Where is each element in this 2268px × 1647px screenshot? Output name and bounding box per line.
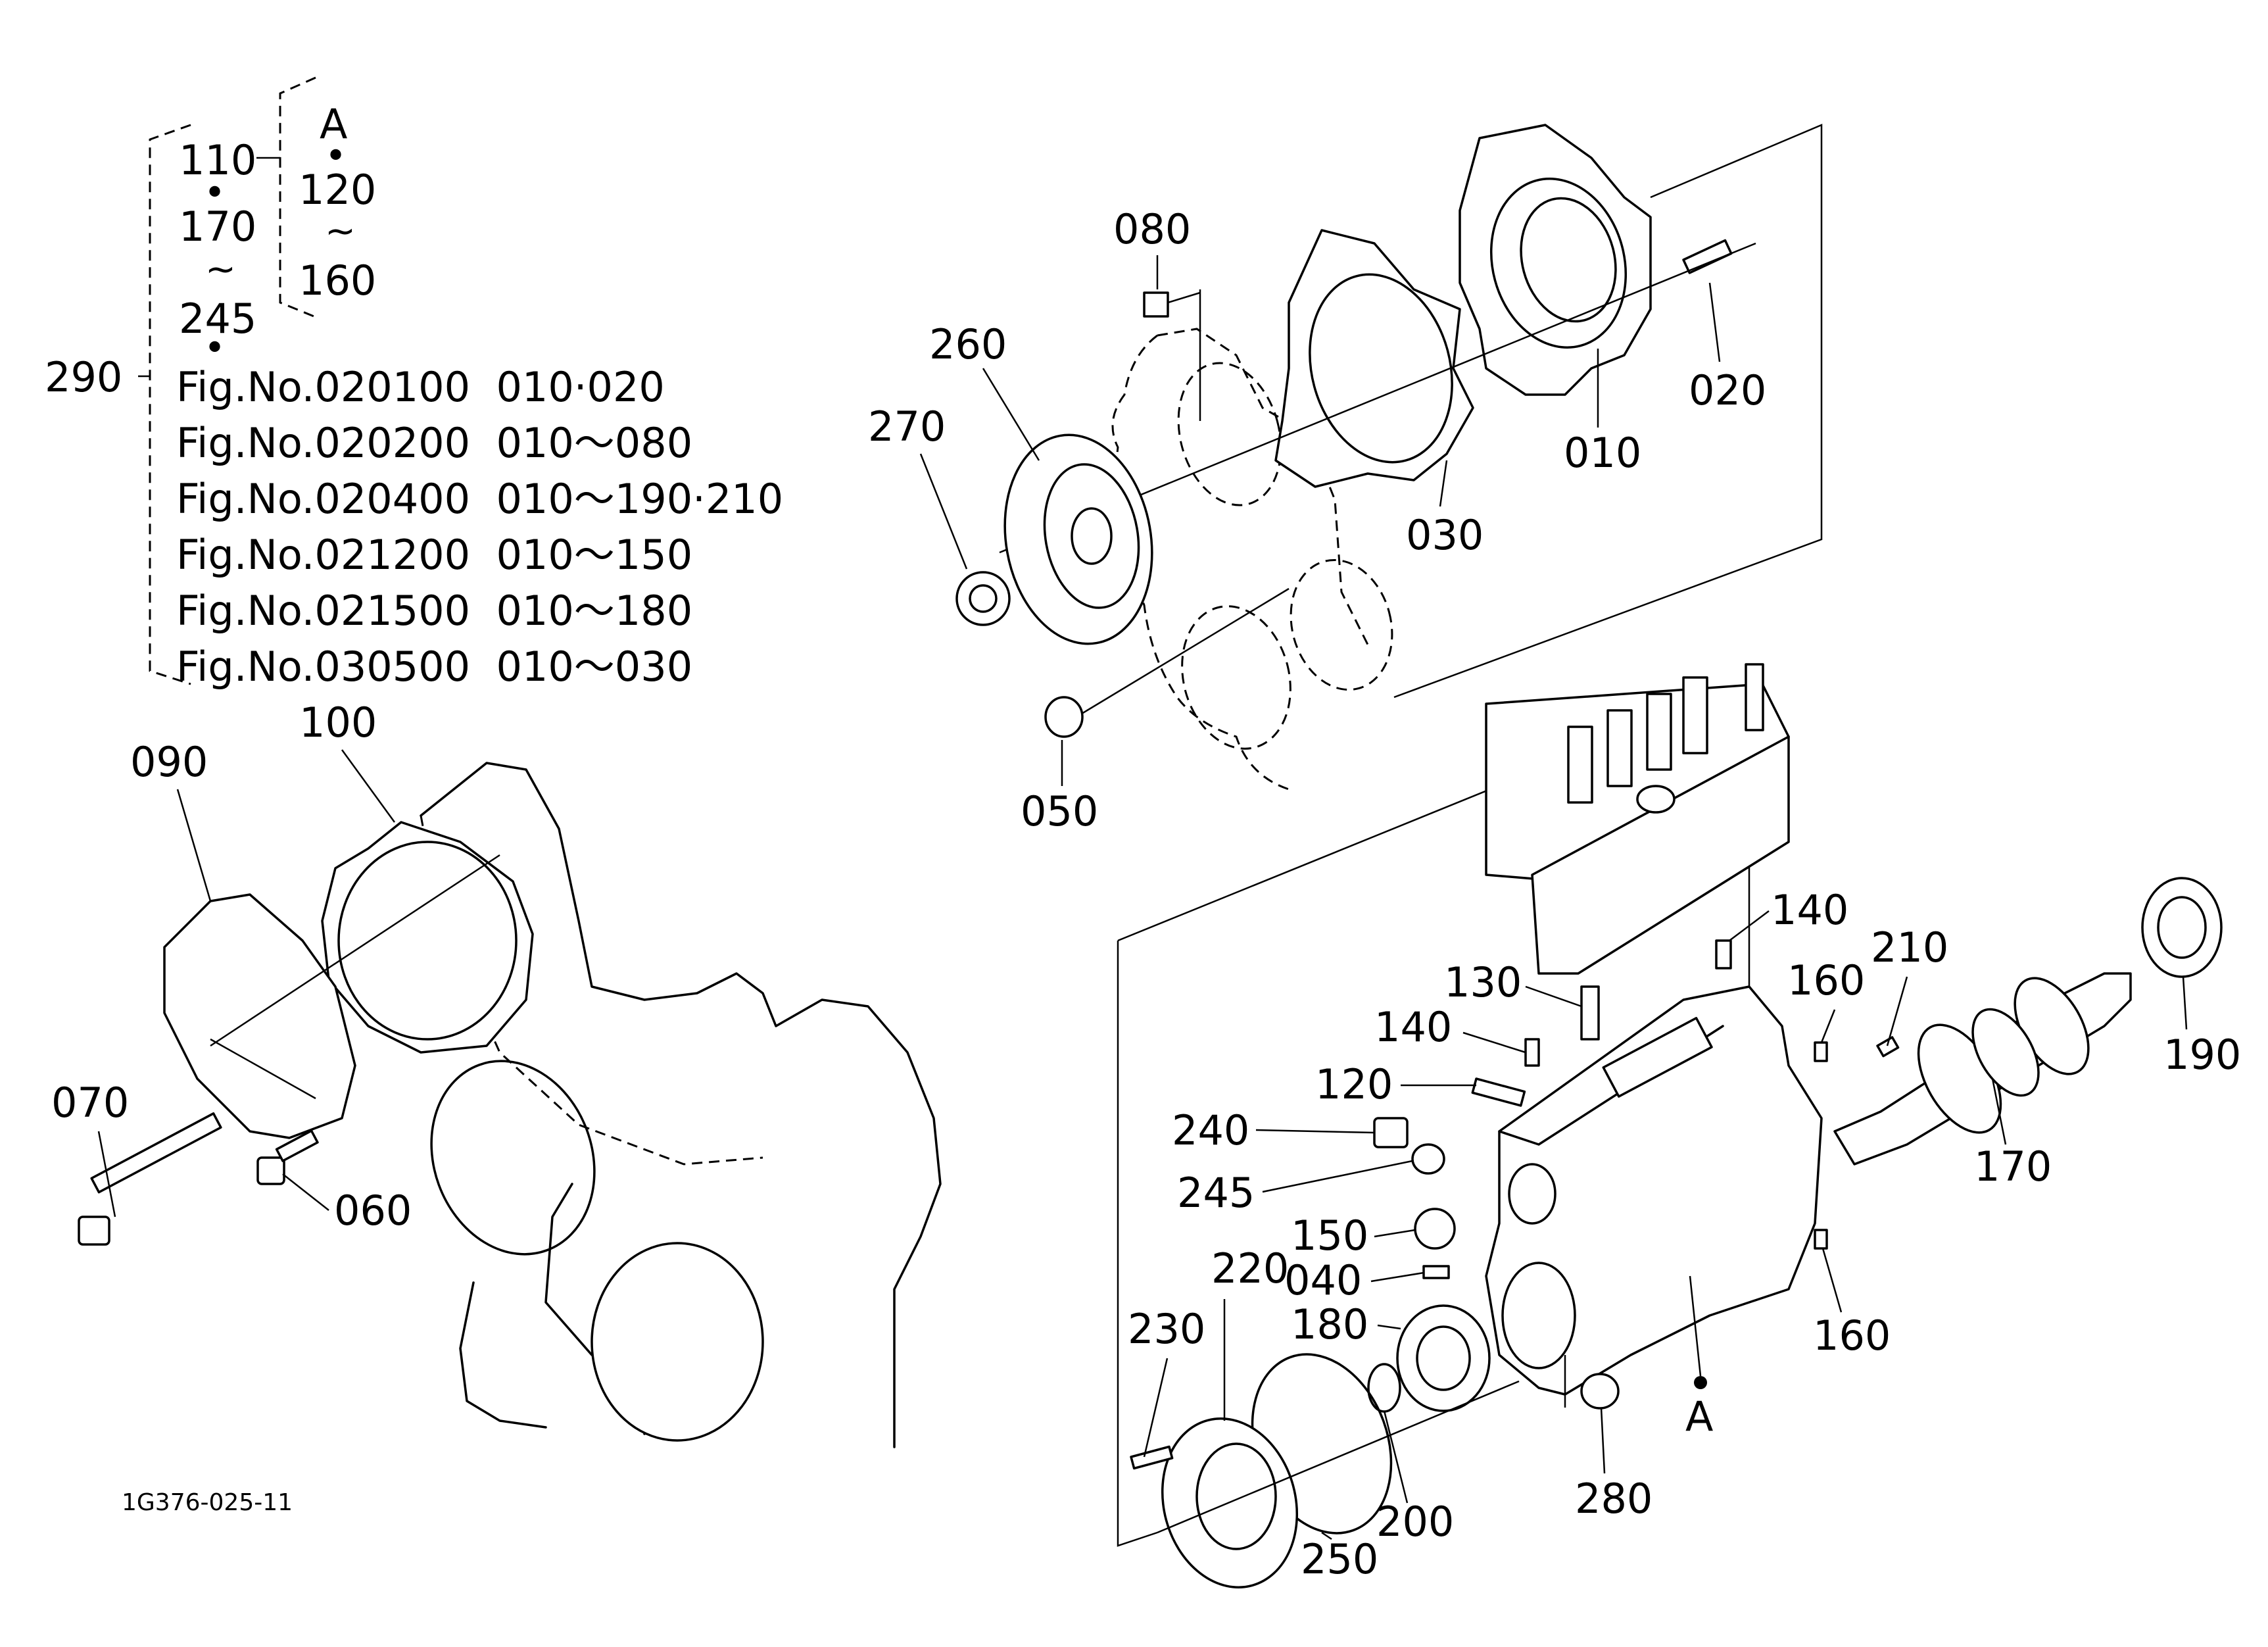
legend-ref-3: Fig.No.020400 010～190·210 <box>176 475 783 523</box>
bearing-180 <box>1396 1304 1491 1412</box>
plug-150 <box>1414 1208 1456 1250</box>
callout-230: 230 <box>1128 1305 1205 1353</box>
pin-130 <box>1580 985 1600 1041</box>
engine-block-outline <box>420 762 942 1448</box>
injection-pump <box>1485 663 1790 975</box>
legend-member-1: 110 <box>179 136 256 184</box>
stud-020 <box>1682 239 1733 274</box>
callout-150: 150 <box>1291 1212 1368 1260</box>
callout-120: 120 <box>1315 1060 1393 1108</box>
left-assembly: 090 100 070 060 1G376-025-11 <box>51 699 942 1516</box>
group-legend: 290 110 • 170 ~ 245 • A • 120 ~ 160 Fig.… <box>45 76 783 691</box>
gasket-100 <box>321 821 534 1054</box>
callout-060: 060 <box>334 1187 412 1235</box>
gasket-030 <box>1274 229 1474 488</box>
legend-sub-2: 120 <box>299 166 376 214</box>
callout-a: A <box>1685 1392 1713 1440</box>
legend-sub-1: A <box>320 100 347 148</box>
legend-ref-6: Fig.No.030500 010～030 <box>176 643 692 691</box>
camshaft-170 <box>1833 972 2132 1166</box>
legend-tilde-1: ~ <box>205 248 236 291</box>
snap-ring-200 <box>1367 1363 1401 1413</box>
washer-245 <box>1411 1143 1445 1175</box>
legend-group-number: 290 <box>45 353 122 401</box>
callout-190: 190 <box>2163 1031 2241 1079</box>
legend-ref-5: Fig.No.021500 010～180 <box>176 587 692 635</box>
bolt-060 <box>256 1129 319 1185</box>
pin-160-upper <box>1814 1041 1828 1062</box>
legend-dot-2: • <box>204 327 226 370</box>
point-a-marker <box>1694 1376 1707 1389</box>
callout-090: 090 <box>130 738 208 786</box>
callout-280: 280 <box>1575 1475 1653 1523</box>
callout-030: 030 <box>1406 511 1484 559</box>
pin-160-lower <box>1814 1229 1828 1250</box>
upper-panel-frame <box>1393 124 1823 699</box>
callout-200: 200 <box>1376 1498 1454 1546</box>
legend-member-3: 245 <box>179 295 256 343</box>
legend-ref-2: Fig.No.020200 010～080 <box>176 419 692 467</box>
legend-ref-1: Fig.No.020100 010·020 <box>176 363 665 411</box>
flange-010 <box>1459 124 1652 396</box>
callout-250: 250 <box>1301 1535 1378 1583</box>
callout-260: 260 <box>929 320 1007 368</box>
legend-dot-3: • <box>325 135 347 178</box>
bearing-190 <box>2141 877 2223 978</box>
callout-220: 220 <box>1211 1244 1289 1292</box>
bolt-050 <box>1044 587 1290 738</box>
callout-020: 020 <box>1689 366 1766 414</box>
callout-240: 240 <box>1172 1106 1249 1154</box>
callout-010: 010 <box>1564 429 1641 477</box>
key-210 <box>1876 1036 1900 1058</box>
callout-050: 050 <box>1021 787 1098 835</box>
callout-080: 080 <box>1113 205 1191 253</box>
pin-040 <box>1422 1265 1450 1279</box>
callout-070: 070 <box>51 1079 129 1127</box>
callout-270: 270 <box>868 403 946 451</box>
callout-160-upper: 160 <box>1787 956 1865 1004</box>
callout-210: 210 <box>1871 923 1948 971</box>
legend-member-2: 170 <box>179 203 256 251</box>
callout-180: 180 <box>1291 1300 1368 1348</box>
legend-inner-bracket <box>279 76 316 318</box>
upper-assembly: 080 260 270 050 030 010 020 <box>868 124 1823 835</box>
bolt-070 <box>78 1112 222 1246</box>
callout-040: 040 <box>1284 1256 1362 1304</box>
pump-assembly: 140 210 130 160 140 120 240 245 150 040 … <box>1117 663 2241 1588</box>
drawing-code: 1G376-025-11 <box>122 1489 293 1516</box>
callout-100: 100 <box>299 699 377 747</box>
plug-240 <box>1373 1117 1409 1148</box>
callout-140-upper: 140 <box>1771 886 1848 934</box>
legend-outer-bracket <box>149 124 191 685</box>
bolt-080 <box>1143 289 1201 421</box>
screw-230 <box>1130 1445 1174 1470</box>
callout-160-lower: 160 <box>1813 1312 1891 1360</box>
legend-dot-1: • <box>204 172 226 214</box>
drive-gear-260 <box>1003 433 1153 645</box>
legend-tilde-2: ~ <box>325 210 356 253</box>
callout-140-lower: 140 <box>1374 1003 1452 1051</box>
pin-140-upper <box>1715 939 1732 970</box>
stud-120 <box>1471 1077 1526 1107</box>
nut-270 <box>955 571 1011 626</box>
legend-ref-4: Fig.No.021200 010～150 <box>176 531 692 579</box>
callout-170: 170 <box>1974 1143 2052 1191</box>
cover-090 <box>163 893 356 1139</box>
nut-280 <box>1580 1373 1620 1410</box>
pin-140-lower <box>1524 1038 1540 1067</box>
legend-sub-3: 160 <box>299 257 376 305</box>
callout-245: 245 <box>1177 1169 1255 1217</box>
callout-130: 130 <box>1444 958 1522 1006</box>
pump-housing <box>1485 985 1823 1396</box>
